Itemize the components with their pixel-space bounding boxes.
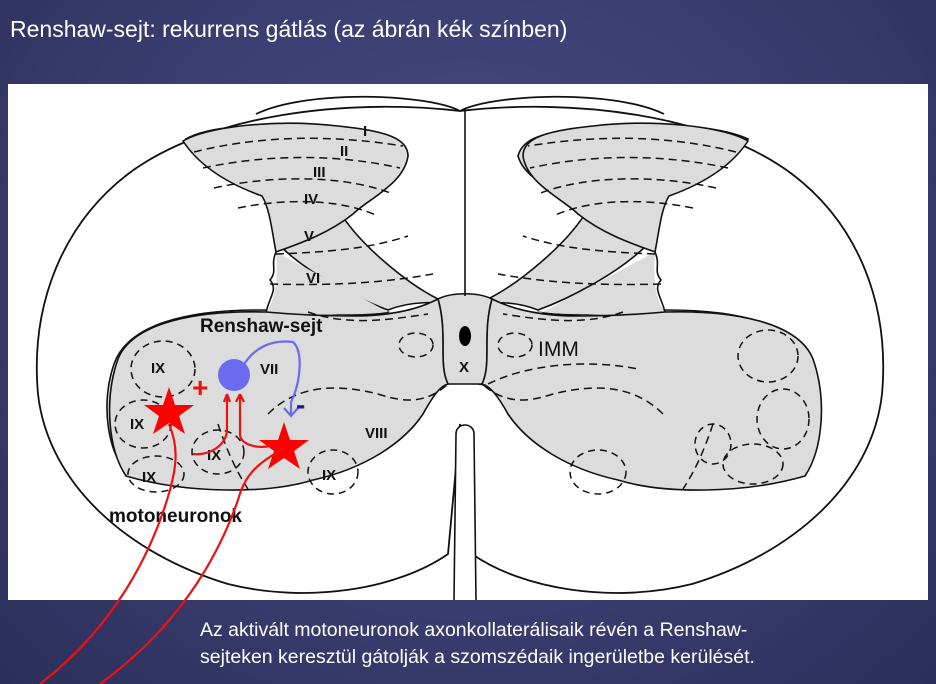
ventral-median-fissure xyxy=(453,424,477,600)
excitation-plus-sign: + xyxy=(192,372,208,403)
intermediate-gray-left xyxy=(266,252,450,315)
ventral-horn-right xyxy=(480,297,823,491)
slide-title: Renshaw-sejt: rekurrens gátlás (az ábrán… xyxy=(10,16,568,42)
motoneuron-star-2 xyxy=(259,422,309,469)
lamina-II-label: II xyxy=(340,143,348,160)
imm-label: IMM xyxy=(538,338,579,361)
lamina-V-label: V xyxy=(304,228,314,245)
renshaw-cell-label: Renshaw-sejt xyxy=(200,316,323,337)
lamina-IV-label: IV xyxy=(304,191,318,208)
caption: Az aktivált motoneuronok axonkollateráli… xyxy=(200,617,920,671)
renshaw-axon xyxy=(242,340,301,418)
lamina-VIII-label: VIII xyxy=(365,425,388,442)
lamina-IX-label: IX xyxy=(151,360,165,377)
motor-nuclei-right xyxy=(497,329,810,495)
lamina-VII-label: VII xyxy=(260,361,278,378)
dorsal-horn-left xyxy=(181,122,409,254)
dorsal-columns-outline xyxy=(255,95,665,115)
lamina-IX-label: IX xyxy=(142,469,156,486)
spinal-cord-svg: I II III IV V VI VII VIII X IX IX IX IX … xyxy=(35,95,885,600)
intermediate-gray-right xyxy=(481,252,665,315)
central-canal xyxy=(459,326,471,346)
lamina-VI-label: VI xyxy=(306,270,320,287)
laminae-boundaries-right xyxy=(481,137,737,490)
dorsal-horn-right xyxy=(522,122,750,254)
caption-line-2: sejteken keresztül gátolják a szomszédai… xyxy=(200,646,755,668)
inhibition-minus-sign: - xyxy=(296,389,305,420)
lamina-X-label: X xyxy=(459,359,469,376)
lamina-IX-label: IX xyxy=(322,467,336,484)
axon-collateral-2 xyxy=(235,393,271,448)
lamina-I-label: I xyxy=(363,123,367,140)
motoneuron-label: motoneuronok xyxy=(109,506,242,527)
lamina-IX-label: IX xyxy=(130,416,144,433)
motoneuron-star-1 xyxy=(144,387,194,434)
caption-line-1: Az aktivált motoneuronok axonkollateráli… xyxy=(200,619,748,641)
lamina-III-label: III xyxy=(313,164,326,181)
renshaw-cell xyxy=(218,359,250,391)
spinal-cord-diagram: I II III IV V VI VII VIII X IX IX IX IX … xyxy=(8,84,928,600)
